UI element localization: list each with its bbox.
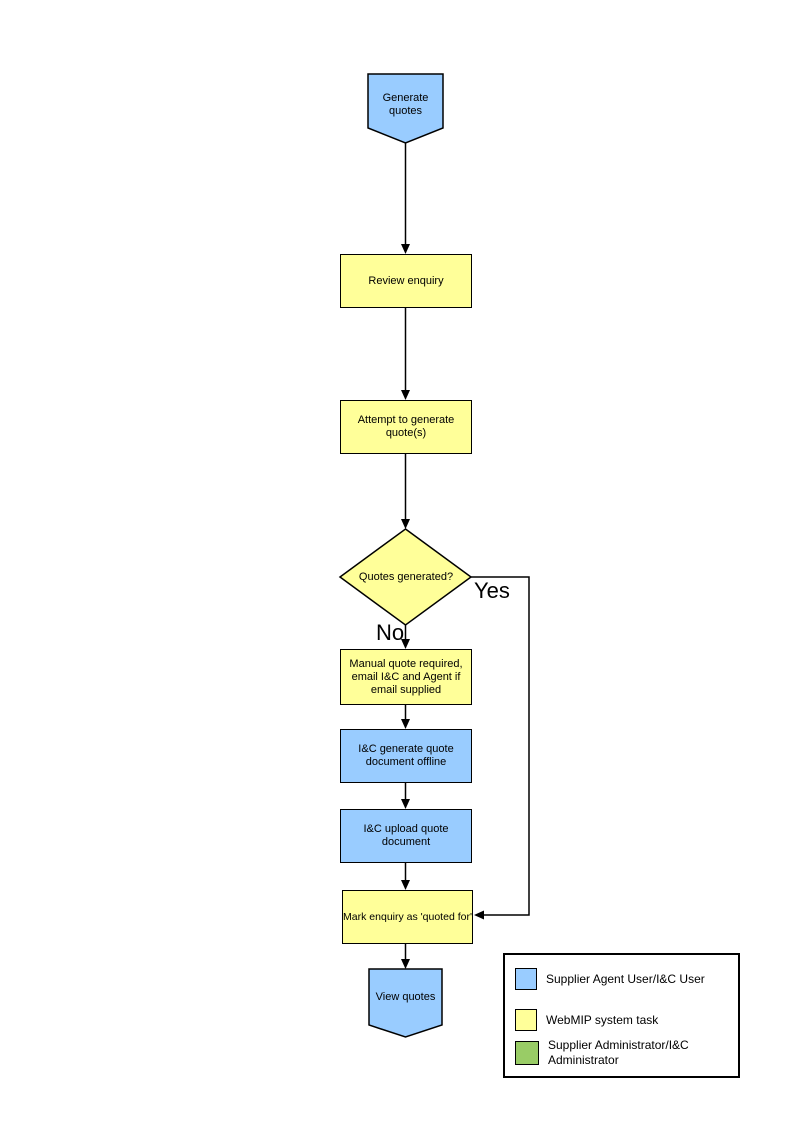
arrowhead-yes-branch (474, 910, 484, 920)
legend-swatch-system-task (515, 1009, 537, 1031)
legend-swatch-admin-task (515, 1041, 539, 1065)
start-node-shape (367, 73, 444, 144)
arrowhead-review-attempt (401, 390, 410, 400)
legend-swatch-user-task (515, 968, 537, 990)
decision-node-shape (338, 528, 473, 626)
arrowhead-start-review (401, 244, 410, 254)
end-node-shape (368, 968, 443, 1038)
arrowhead-mark-end (401, 959, 410, 969)
legend-item-supplier-agent-user: Supplier Agent User/I&C User (515, 968, 732, 990)
connector-yes-branch (471, 576, 530, 916)
legend-item-webmip-system-task: WebMIP system task (515, 1009, 732, 1031)
arrowhead-no-branch (401, 639, 410, 649)
legend: Supplier Agent User/I&C User WebMIP syst… (503, 953, 740, 1078)
process-manual-quote-required: Manual quote required, email I&C and Age… (340, 649, 472, 705)
process-mark-enquiry-quoted: Mark enquiry as 'quoted for' (342, 890, 473, 944)
process-ic-generate-quote: I&C generate quote document offline (340, 729, 472, 783)
yes-branch-label: Yes (474, 578, 510, 603)
start-node-label: Generate quotes (382, 92, 429, 117)
process-attempt-generate-quotes: Attempt to generate quote(s) (340, 400, 472, 454)
decision-node-label: Quotes generated? (358, 570, 454, 583)
process-ic-upload-quote: I&C upload quote document (340, 809, 472, 863)
arrowhead-icupload-mark (401, 880, 410, 890)
no-branch-label: No (376, 620, 405, 645)
process-review-enquiry: Review enquiry (340, 254, 472, 308)
legend-item-supplier-administrator: Supplier Administrator/I&C Administrator (515, 1038, 734, 1068)
end-node-label: View quotes (375, 990, 436, 1003)
arrowhead-manual-icgenerate (401, 719, 410, 729)
arrowhead-icgenerate-icupload (401, 799, 410, 809)
legend-label-user-task: Supplier Agent User/I&C User (546, 971, 705, 986)
legend-label-admin-task: Supplier Administrator/I&C Administrator (548, 1038, 689, 1067)
legend-label-system-task: WebMIP system task (546, 1012, 659, 1027)
arrowhead-attempt-decision (401, 519, 410, 529)
